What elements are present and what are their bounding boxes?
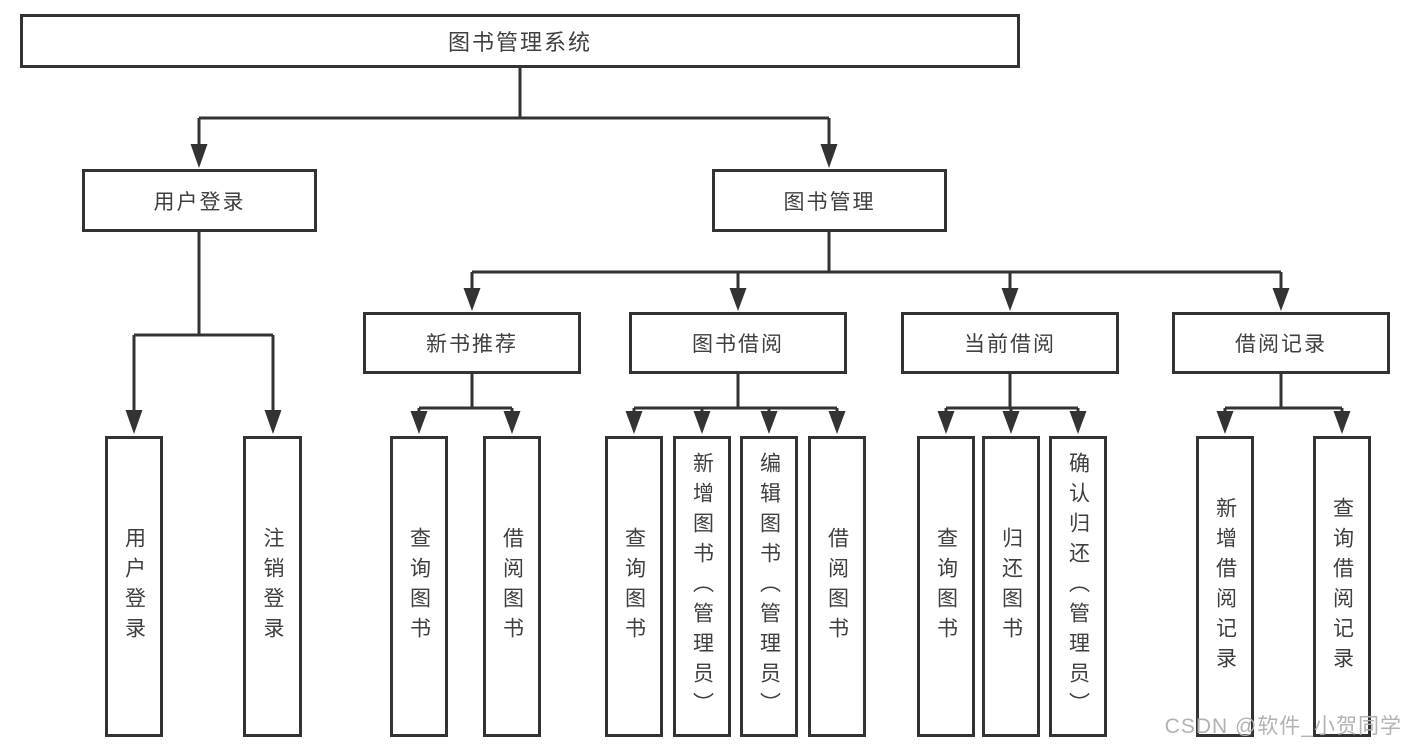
node-label: 当前借阅 [964, 333, 1056, 356]
node-label: 查询图书 [622, 526, 646, 647]
node-label: 用户登录 [153, 190, 246, 214]
csdn-watermark: CSDN @软件_小贺同学 [1164, 715, 1402, 738]
node-label: 确认归还（管理员） [1066, 451, 1090, 722]
node-label: 归还图书 [999, 526, 1023, 647]
node-label: 图书管理 [783, 190, 876, 214]
node-label: 查询借阅记录 [1330, 496, 1354, 677]
leaf-query-books-borrowing: 查询图书 [605, 436, 663, 737]
node-current-borrowing: 当前借阅 [901, 312, 1119, 374]
leaf-add-books-admin: 新增图书（管理员） [673, 436, 731, 737]
node-label: 新增借阅记录 [1213, 496, 1237, 677]
node-root: 图书管理系统 [20, 14, 1020, 68]
leaf-logout: 注销登录 [243, 436, 302, 737]
node-label: 借阅记录 [1235, 333, 1327, 356]
node-label: 新书推荐 [426, 333, 518, 356]
leaf-add-borrow-record: 新增借阅记录 [1196, 436, 1254, 737]
node-label: 借阅图书 [500, 526, 524, 647]
node-label: 查询图书 [934, 526, 958, 647]
leaf-query-books-current: 查询图书 [917, 436, 975, 737]
leaf-confirm-return-admin: 确认归还（管理员） [1049, 436, 1107, 737]
node-borrowing-records: 借阅记录 [1172, 312, 1390, 374]
leaf-user-login: 用户登录 [105, 436, 163, 737]
leaf-borrow-books-recommend: 借阅图书 [483, 436, 541, 737]
node-label: 查询图书 [407, 526, 431, 647]
leaf-borrow-books-borrowing: 借阅图书 [808, 436, 866, 737]
node-book-borrowing: 图书借阅 [629, 312, 847, 374]
leaf-query-books-recommend: 查询图书 [390, 436, 448, 737]
leaf-query-borrow-record: 查询借阅记录 [1313, 436, 1371, 737]
node-label: 注销登录 [261, 526, 284, 647]
leaf-edit-books-admin: 编辑图书（管理员） [740, 436, 798, 737]
leaf-return-books: 归还图书 [982, 436, 1040, 737]
node-label: 借阅图书 [825, 526, 849, 647]
node-label: 新增图书（管理员） [690, 451, 714, 722]
node-label: 图书管理系统 [447, 30, 592, 55]
node-book-management: 图书管理 [712, 169, 947, 232]
node-user-login: 用户登录 [82, 169, 317, 232]
node-label: 图书借阅 [692, 333, 784, 356]
node-label: 用户登录 [122, 526, 146, 647]
node-label: 编辑图书（管理员） [757, 451, 781, 722]
node-new-book-recommend: 新书推荐 [363, 312, 581, 374]
